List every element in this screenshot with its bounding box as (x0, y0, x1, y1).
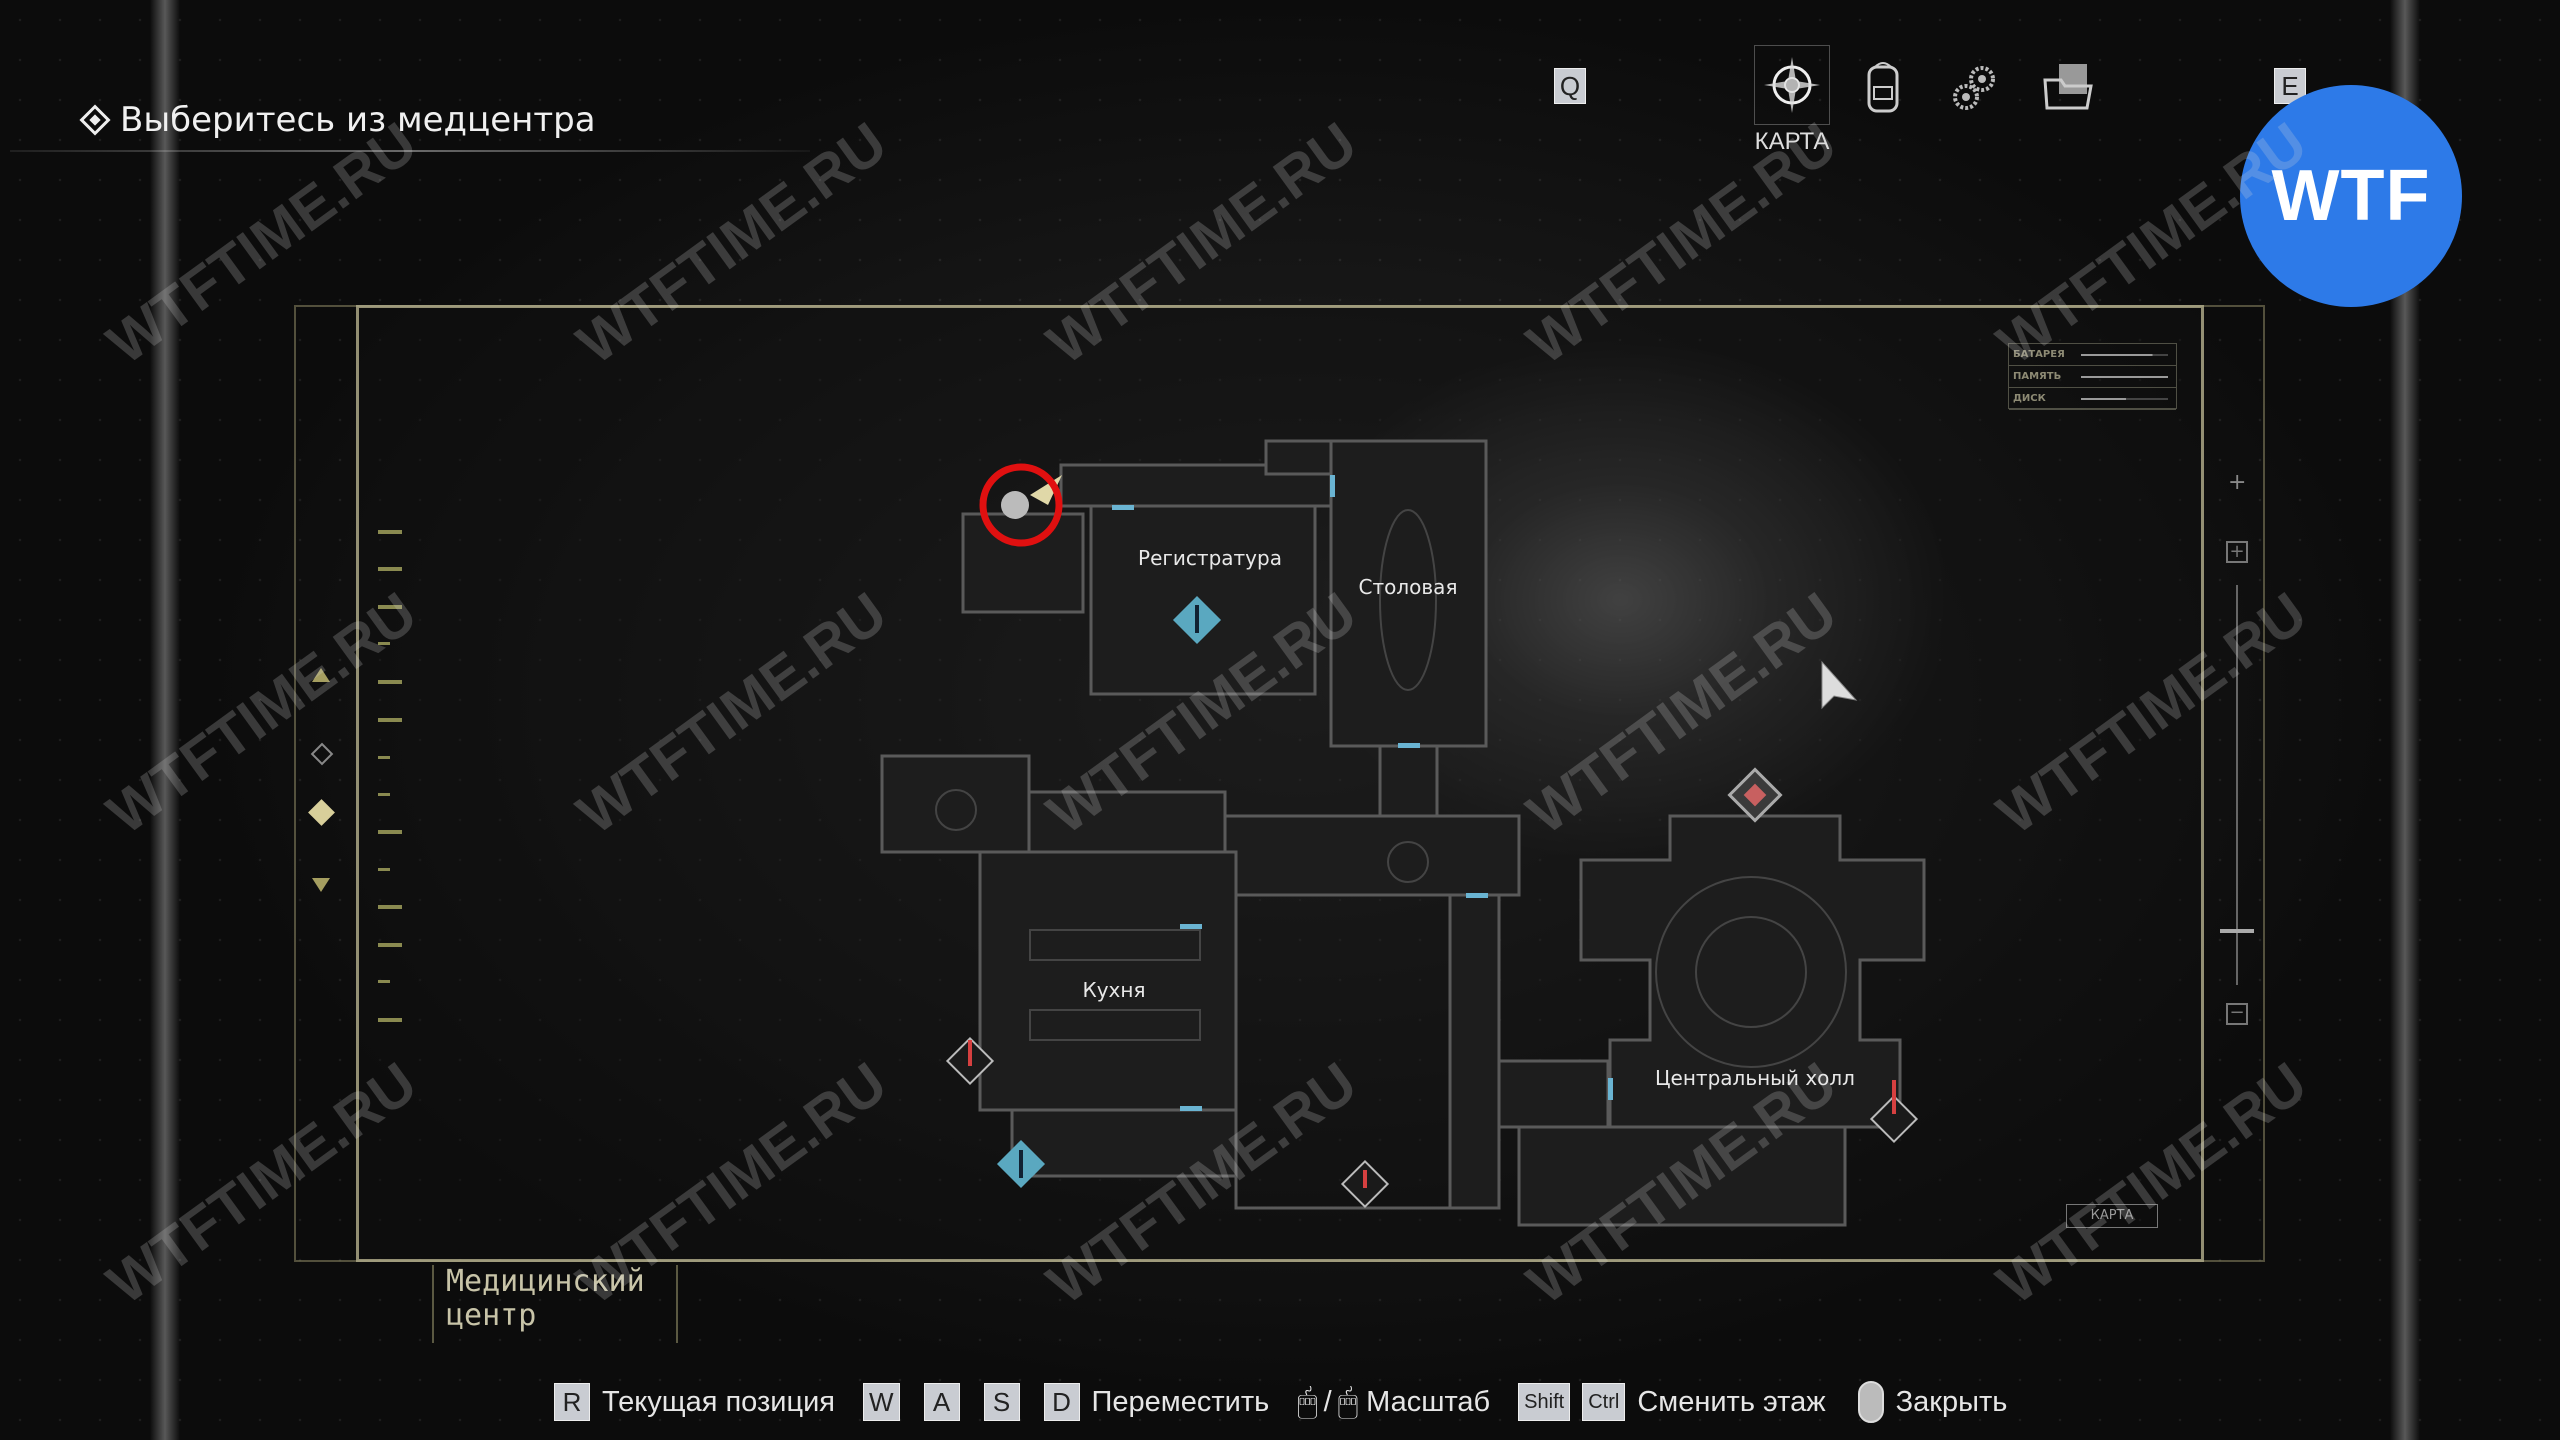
mouse-cursor-icon (1821, 660, 1858, 710)
status-bar (2081, 398, 2168, 400)
tab-files[interactable] (2034, 52, 2104, 122)
current-position-label: Текущая позиция (602, 1385, 835, 1418)
room-top-stub (1264, 439, 1333, 476)
controls-bar: R Текущая позиция W A S D Переместить 🖱 … (0, 1380, 2560, 1424)
area-name: Медицинский центр (432, 1265, 678, 1343)
room-left-wing (880, 754, 1031, 854)
status-row-disk: ДИСК (2009, 388, 2176, 410)
room-below-kitchen (1010, 1108, 1238, 1178)
zoom-slider-track[interactable] (2236, 585, 2238, 985)
room-reception (1089, 504, 1317, 696)
key-shift[interactable]: Shift (1518, 1383, 1571, 1421)
status-label: БАТАРЕЯ (2013, 349, 2065, 360)
player-position-icon (979, 463, 1063, 547)
save-point-icon (1727, 767, 1783, 823)
corridor-to-hall (1497, 1059, 1610, 1129)
key-a[interactable]: A (923, 1383, 960, 1421)
tab-map-label: КАРТА (1754, 128, 1830, 155)
mouse-wheel-up-icon: 🖱 (1297, 1382, 1318, 1421)
zoom-minus-box-icon[interactable]: − (2226, 1003, 2248, 1025)
mouse-right-click-icon (1857, 1381, 1884, 1423)
zoom-plus-box-icon[interactable]: + (2226, 541, 2248, 563)
room-label-kitchen: Кухня (1082, 978, 1146, 1002)
next-tab-key[interactable]: E (2274, 68, 2306, 104)
zoom-in-icon[interactable]: + (2228, 470, 2247, 495)
key-ctrl[interactable]: Ctrl (1582, 1383, 1626, 1421)
status-bar (2081, 376, 2168, 378)
danger-marker-icon (1340, 1159, 1390, 1209)
slash: / (1323, 1385, 1332, 1418)
room-dining (1329, 439, 1488, 748)
status-bar (2081, 354, 2168, 356)
floor-down-arrow-icon[interactable] (312, 878, 330, 892)
key-s[interactable]: S (983, 1383, 1020, 1421)
danger-marker-icon (1869, 1080, 1919, 1144)
change-floor-label: Сменить этаж (1637, 1385, 1826, 1418)
device-status: БАТАРЕЯ ПАМЯТЬ ДИСК (2008, 343, 2177, 410)
tab-inventory[interactable] (1848, 52, 1918, 122)
move-label: Переместить (1091, 1385, 1270, 1418)
corridor-vertical (1448, 893, 1501, 1210)
objective: Выберитесь из медцентра (79, 100, 596, 140)
room-label-reception: Регистратура (1138, 546, 1282, 570)
status-label: ДИСК (2013, 393, 2046, 404)
furniture (935, 509, 1847, 1068)
wtf-badge: WTF (2240, 85, 2462, 307)
prev-tab-key[interactable]: Q (1554, 68, 1586, 104)
scale-ticks (378, 530, 402, 1022)
status-row-battery: БАТАРЕЯ (2009, 344, 2176, 366)
room-middle-hall (1223, 814, 1521, 897)
status-label: ПАМЯТЬ (2013, 371, 2062, 382)
zoom-slider-knob[interactable] (2220, 929, 2254, 933)
objective-underline (10, 150, 810, 152)
zoom-label: Масштаб (1366, 1385, 1491, 1418)
objective-text: Выберитесь из медцентра (120, 100, 596, 140)
compass-icon (1764, 57, 1820, 113)
room-label-central-hall: Центральный холл (1655, 1066, 1855, 1090)
floor-up-arrow-icon[interactable] (312, 668, 330, 682)
mouse-wheel-down-icon: 🖱 (1337, 1382, 1359, 1421)
tab-upgrades[interactable] (1941, 52, 2011, 122)
room-label-dining: Столовая (1358, 575, 1458, 599)
map-corner-label: КАРТА (2066, 1204, 2158, 1228)
close-label[interactable]: Закрыть (1895, 1385, 2008, 1418)
gears-icon (1953, 66, 1995, 110)
room-small-left (961, 512, 1085, 614)
key-r[interactable]: R (554, 1383, 590, 1421)
status-row-memory: ПАМЯТЬ (2009, 366, 2176, 388)
doors (1112, 475, 1613, 1111)
floor-selector (378, 530, 402, 1022)
key-w[interactable]: W (863, 1383, 900, 1421)
backpack-icon (1867, 62, 1899, 113)
key-d[interactable]: D (1043, 1383, 1080, 1421)
tab-map[interactable] (1754, 45, 1830, 125)
danger-marker-icon (945, 1036, 995, 1086)
folder-icon (2043, 64, 2093, 110)
light-pillar (150, 0, 180, 1440)
